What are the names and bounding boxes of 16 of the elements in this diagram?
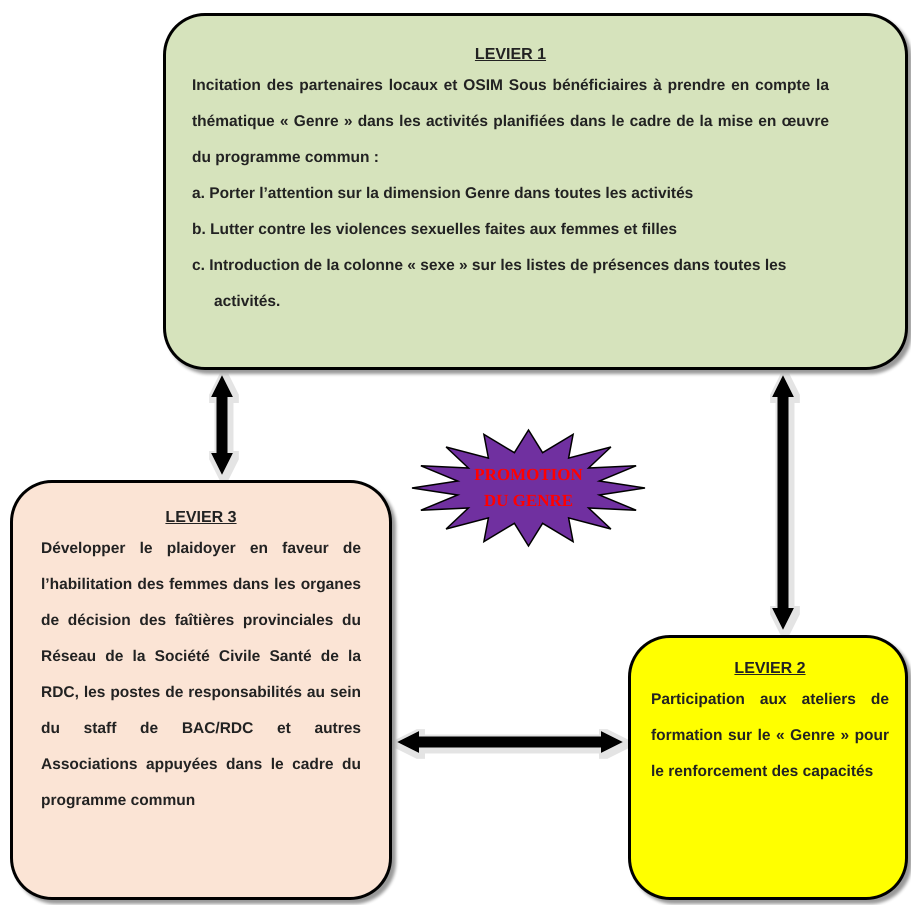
list-item: c. Introduction de la colonne « sexe » sur les listes de présences dans toutes les activités. xyxy=(192,256,788,312)
double-arrow xyxy=(772,375,794,630)
double-arrow xyxy=(211,375,233,475)
list-item: b. Lutter contre les violences sexuelles faites aux femmes et filles xyxy=(192,220,678,240)
lever-heading: LEVIER 1 xyxy=(474,46,548,64)
lever-box xyxy=(10,480,392,900)
lever-box xyxy=(163,13,908,370)
lever-description: Participation aux ateliers de formation sur le « Genre » pour le renforcement des capacités xyxy=(651,690,889,782)
lever-heading: LEVIER 2 xyxy=(733,660,807,678)
double-arrow xyxy=(397,731,623,753)
starburst-title: PROMOTION DU GENRE xyxy=(473,464,584,512)
lever-description: Incitation des partenaires locaux et OSIM Sous bénéficiaires à prendre en compte la thématique « Genre » dans les activités planifiées dans le cadre de la mise en œuvre du programme commun : xyxy=(192,76,829,168)
lever-heading: LEVIER 3 xyxy=(164,509,238,527)
lever-box xyxy=(628,635,908,900)
lever-description: Développer le plaidoyer en faveur de l’habilitation des femmes dans les organes de décision des faîtières provinciales du Réseau de la Société Civile Santé de la RDC, les postes de responsabilités au sein du staff de BAC/RDC et autres Associations appuyées dans le cadre du programme commun xyxy=(41,539,361,811)
list-item: a. Porter l’attention sur la dimension Genre dans toutes les activités xyxy=(192,184,694,204)
